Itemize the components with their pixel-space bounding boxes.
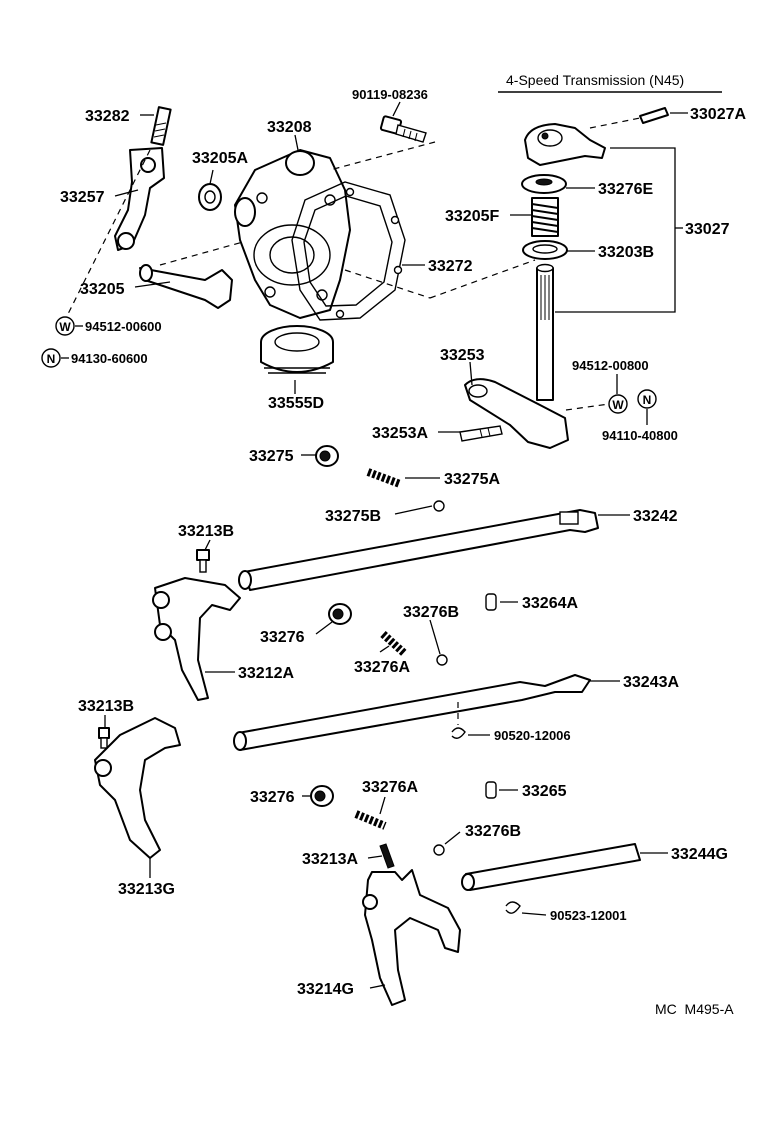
label-33555D: 33555D xyxy=(268,395,324,412)
bolt-33213B-lower xyxy=(98,727,110,749)
label-33214G: 33214G xyxy=(297,981,354,998)
shift-fork-33212A xyxy=(152,577,241,701)
nut-symbol-left: N xyxy=(41,348,61,368)
ball-33276B-lower xyxy=(433,844,445,856)
washer-33276E xyxy=(521,174,567,194)
label-33243A: 33243A xyxy=(623,674,679,691)
label-33203B: 33203B xyxy=(598,244,654,261)
label-33276E: 33276E xyxy=(598,181,653,198)
label-33242: 33242 xyxy=(633,508,678,525)
dash-housing-shaft-2 xyxy=(429,259,536,299)
label-94110-40800: 94110-40800 xyxy=(602,428,678,443)
bolt-90119-08236 xyxy=(379,115,427,143)
dash-linkage xyxy=(64,149,151,321)
shift-arm-33257 xyxy=(114,147,165,251)
pin-33253A xyxy=(459,425,503,442)
label-90523-12001: 90523-12001 xyxy=(550,908,627,923)
label-90119-08236: 90119-08236 xyxy=(352,87,428,102)
spring-33205F xyxy=(531,197,559,237)
label-94512-00600: 94512-00600 xyxy=(85,319,162,334)
label-33276B-lower: 33276B xyxy=(465,823,521,840)
dash-housing-shaft xyxy=(344,269,431,299)
label-33244G: 33244G xyxy=(671,846,728,863)
pin-33282 xyxy=(150,106,172,146)
spring-33275A xyxy=(366,468,402,488)
leader-lines xyxy=(61,101,688,989)
label-33205F: 33205F xyxy=(445,208,499,225)
svg-text:W: W xyxy=(59,320,71,334)
label-33027A: 33027A xyxy=(690,106,746,123)
label-33213B-lower: 33213B xyxy=(78,698,134,715)
label-33253A: 33253A xyxy=(372,425,428,442)
label-33272: 33272 xyxy=(428,258,473,275)
shift-shaft-33242 xyxy=(238,509,599,591)
label-33213G: 33213G xyxy=(118,881,175,898)
clip-90523-12001 xyxy=(505,901,521,914)
shift-housing-33208 xyxy=(234,149,351,319)
pin-33264A xyxy=(485,593,497,611)
washer-symbol-left: W xyxy=(55,316,75,336)
shift-head-33027A xyxy=(524,123,606,166)
bolt-33213B-upper xyxy=(196,549,210,573)
label-33276A-lower: 33276A xyxy=(362,779,418,796)
dash-nut-right xyxy=(565,403,610,411)
label-33212A: 33212A xyxy=(238,665,294,682)
label-33276-upper: 33276 xyxy=(260,629,305,646)
label-90520-12006: 90520-12006 xyxy=(494,728,571,743)
oil-seal-33205A xyxy=(198,183,222,211)
label-33275A: 33275A xyxy=(444,471,500,488)
footer-code: MC M495-A xyxy=(655,1001,734,1017)
pin-33027A xyxy=(639,107,669,124)
shift-fork-33213G xyxy=(94,717,181,859)
ball-33276B-upper xyxy=(436,654,448,666)
label-33213B-upper: 33213B xyxy=(178,523,234,540)
spring-33276A-upper xyxy=(380,631,407,656)
plug-33275 xyxy=(315,445,339,467)
pin-33265 xyxy=(485,781,497,799)
arm-33253 xyxy=(464,378,569,449)
label-33282: 33282 xyxy=(85,108,130,125)
label-33205: 33205 xyxy=(80,281,125,298)
ball-33275B xyxy=(433,500,445,512)
label-33276B-upper: 33276B xyxy=(403,604,459,621)
bearing-33203B xyxy=(522,240,568,260)
label-33253: 33253 xyxy=(440,347,485,364)
bracket-33027 xyxy=(555,147,676,313)
dash-pin xyxy=(589,117,641,129)
shaft-33027 xyxy=(536,263,554,401)
label-33264A: 33264A xyxy=(522,595,578,612)
label-33027: 33027 xyxy=(685,221,730,238)
plug-33276-lower xyxy=(310,785,334,807)
shift-shaft-33243A xyxy=(233,674,591,751)
svg-text:W: W xyxy=(612,398,624,412)
shift-lever-33205 xyxy=(139,264,233,309)
diagram-title: 4-Speed Transmission (N45) xyxy=(506,72,684,88)
gasket-33272 xyxy=(291,181,406,321)
label-33257: 33257 xyxy=(60,189,105,206)
label-94512-00800: 94512-00800 xyxy=(572,358,649,373)
washer-symbol-right: W xyxy=(608,394,628,414)
label-33205A: 33205A xyxy=(192,150,248,167)
spring-33276A-lower xyxy=(354,810,387,830)
label-33276A-upper: 33276A xyxy=(354,659,410,676)
label-33275: 33275 xyxy=(249,448,294,465)
label-33208: 33208 xyxy=(267,119,312,136)
svg-text:N: N xyxy=(643,393,652,407)
label-33275B: 33275B xyxy=(325,508,381,525)
clip-90520-12006 xyxy=(451,727,466,739)
shift-shaft-33244G xyxy=(461,843,641,891)
dash-bolt xyxy=(329,141,436,171)
label-33213A: 33213A xyxy=(302,851,358,868)
plug-33276-upper xyxy=(328,603,352,625)
label-94130-60600: 94130-60600 xyxy=(71,351,148,366)
svg-text:N: N xyxy=(47,352,56,366)
pin-33213A xyxy=(379,843,395,869)
bearing-33555D xyxy=(260,325,334,374)
nut-symbol-right: N xyxy=(637,389,657,409)
dash-lever xyxy=(159,239,251,266)
label-33265: 33265 xyxy=(522,783,567,800)
label-33276-lower: 33276 xyxy=(250,789,295,806)
shift-fork-33214G xyxy=(362,869,461,1006)
